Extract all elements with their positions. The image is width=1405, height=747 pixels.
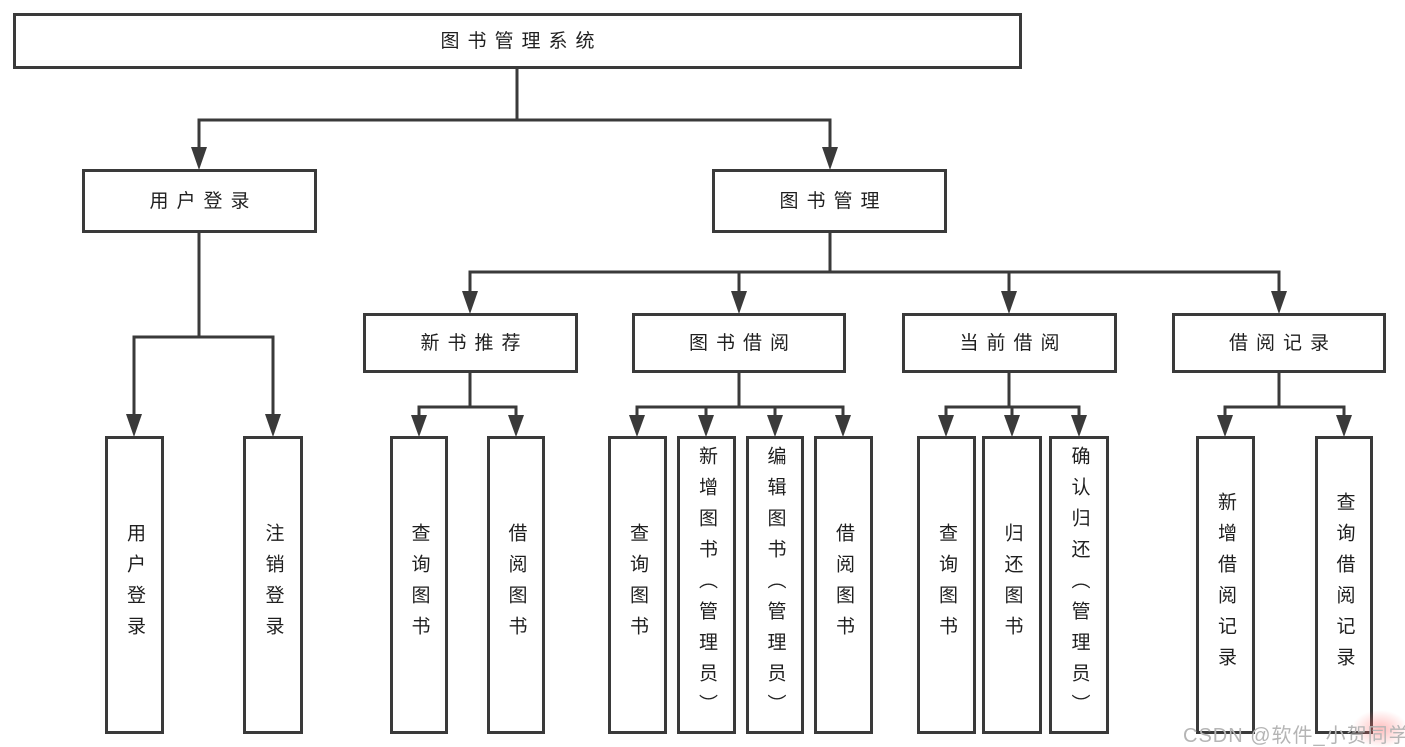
watermark: CSDN @软件_小贺同学 — [1183, 725, 1405, 747]
node-new-book-recommend-label: 新书推荐 — [420, 332, 529, 354]
leaf-edit-books-admin-label: 编辑图书（管理员） — [764, 445, 786, 725]
node-new-book-recommend: 新书推荐 — [363, 313, 578, 373]
node-borrow-records-label: 借阅记录 — [1228, 332, 1337, 354]
leaf-user-login: 用户登录 — [105, 436, 164, 734]
leaf-user-login-label: 用户登录 — [124, 523, 145, 647]
leaf-return-books: 归还图书 — [982, 436, 1042, 734]
leaf-add-borrow-record: 新增借阅记录 — [1196, 436, 1255, 734]
node-book-borrowing-label: 图书借阅 — [688, 332, 797, 354]
arrowheads — [126, 147, 1352, 437]
node-book-borrowing: 图书借阅 — [632, 313, 846, 373]
node-borrow-records: 借阅记录 — [1172, 313, 1386, 373]
leaf-query-books-recommend: 查询图书 — [390, 436, 448, 734]
node-user-login-label: 用户登录 — [149, 190, 258, 212]
node-user-login: 用户登录 — [82, 169, 317, 233]
leaf-add-borrow-record-label: 新增借阅记录 — [1215, 492, 1236, 678]
node-current-borrowing: 当前借阅 — [902, 313, 1117, 373]
leaf-add-books-admin: 新增图书（管理员） — [677, 436, 736, 734]
leaf-query-books-borrowing: 查询图书 — [608, 436, 667, 734]
leaf-query-borrow-record-label: 查询借阅记录 — [1333, 492, 1355, 678]
leaf-edit-books-admin: 编辑图书（管理员） — [746, 436, 804, 734]
leaf-confirm-return-admin-label: 确认归还（管理员） — [1068, 445, 1090, 725]
leaf-add-books-admin-label: 新增图书（管理员） — [696, 445, 717, 725]
leaf-query-books-borrowing-label: 查询图书 — [627, 523, 648, 647]
leaf-query-books-current: 查询图书 — [917, 436, 976, 734]
node-root: 图书管理系统 — [13, 13, 1022, 69]
leaf-borrow-books-recommend: 借阅图书 — [487, 436, 545, 734]
leaf-logout: 注销登录 — [243, 436, 303, 734]
leaf-borrow-books-borrowing: 借阅图书 — [814, 436, 873, 734]
leaf-borrow-books-borrowing-label: 借阅图书 — [833, 523, 854, 647]
leaf-query-borrow-record: 查询借阅记录 — [1315, 436, 1373, 734]
node-book-management-label: 图书管理 — [779, 190, 888, 212]
leaf-return-books-label: 归还图书 — [1001, 523, 1023, 647]
leaf-confirm-return-admin: 确认归还（管理员） — [1049, 436, 1109, 734]
leaf-borrow-books-recommend-label: 借阅图书 — [505, 523, 527, 647]
node-book-management: 图书管理 — [712, 169, 947, 233]
node-current-borrowing-label: 当前借阅 — [959, 332, 1068, 354]
leaf-query-books-current-label: 查询图书 — [936, 523, 957, 647]
leaf-logout-label: 注销登录 — [262, 523, 284, 647]
leaf-query-books-recommend-label: 查询图书 — [408, 523, 430, 647]
node-root-label: 图书管理系统 — [440, 30, 603, 52]
